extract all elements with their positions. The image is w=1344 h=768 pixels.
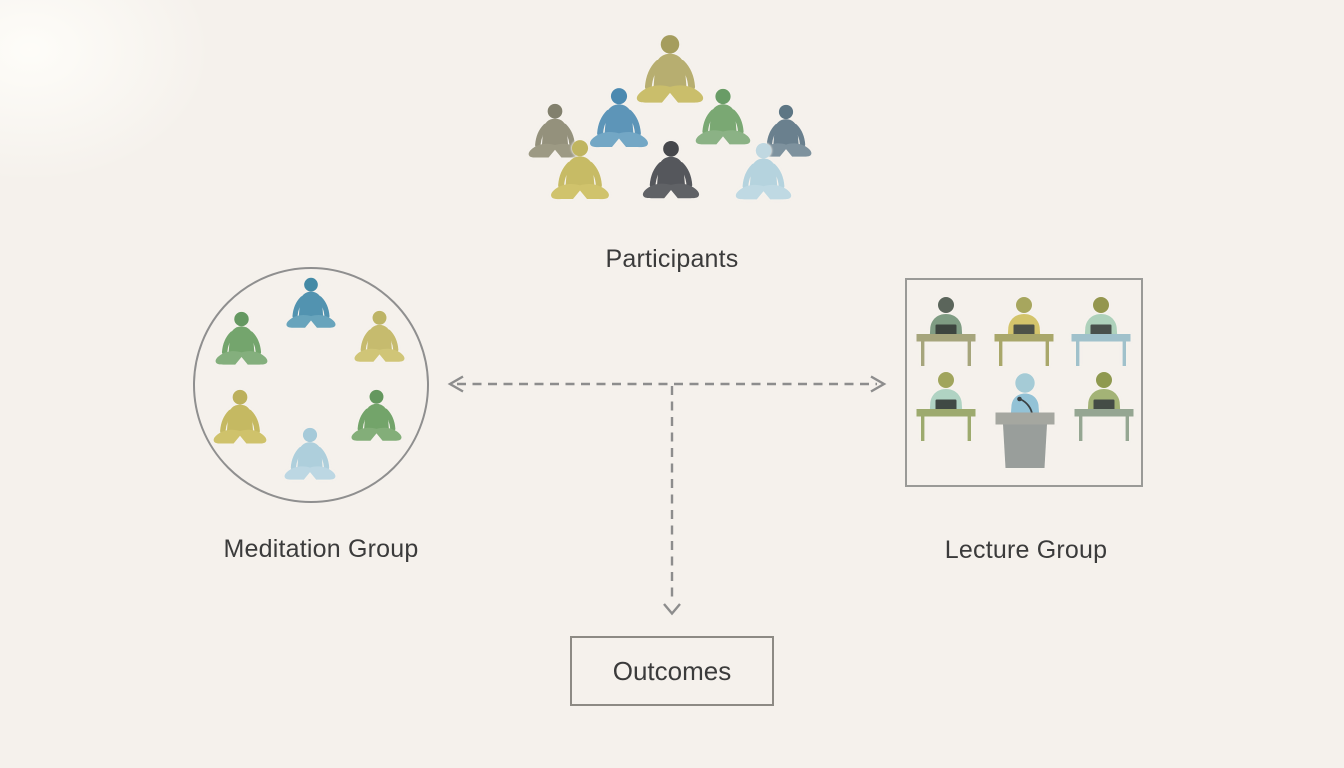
outcomes-box: Outcomes xyxy=(570,636,774,706)
outcomes-label: Outcomes xyxy=(612,655,732,686)
meditation-group-figure xyxy=(347,389,406,444)
lecture-student-desk-figure xyxy=(914,296,978,368)
meditation-group-figure xyxy=(280,427,340,483)
meditation-group-figure xyxy=(209,389,271,447)
meditation-group-circle xyxy=(193,267,429,503)
participant-meditator-figure xyxy=(631,34,709,107)
lecture-group-label: Lecture Group xyxy=(944,536,1108,564)
participant-meditator-figure xyxy=(731,142,796,203)
participant-meditator-figure xyxy=(756,104,816,160)
meditation-group-figure xyxy=(282,277,340,331)
participant-meditator-figure xyxy=(691,88,755,148)
lecture-student-desk-figure xyxy=(992,296,1056,368)
meditation-group-figure xyxy=(211,311,272,368)
lecture-group-box xyxy=(905,278,1143,487)
participant-meditator-figure xyxy=(546,139,614,203)
lecture-speaker-podium-figure xyxy=(993,372,1057,468)
arrowhead-left xyxy=(447,375,464,393)
lecture-student-desk-figure xyxy=(1072,371,1136,443)
arrowhead-down xyxy=(663,603,681,616)
participants-label: Participants xyxy=(605,245,739,273)
lecture-student-desk-figure xyxy=(1069,296,1133,368)
arrowhead-right xyxy=(870,375,887,393)
participant-meditator-figure xyxy=(524,103,586,161)
lecture-student-desk-figure xyxy=(914,371,978,443)
participant-meditator-figure xyxy=(585,87,653,151)
meditation-group-label: Meditation Group xyxy=(223,535,419,563)
meditation-group-figure xyxy=(350,310,409,365)
participant-meditator-figure xyxy=(638,140,704,202)
